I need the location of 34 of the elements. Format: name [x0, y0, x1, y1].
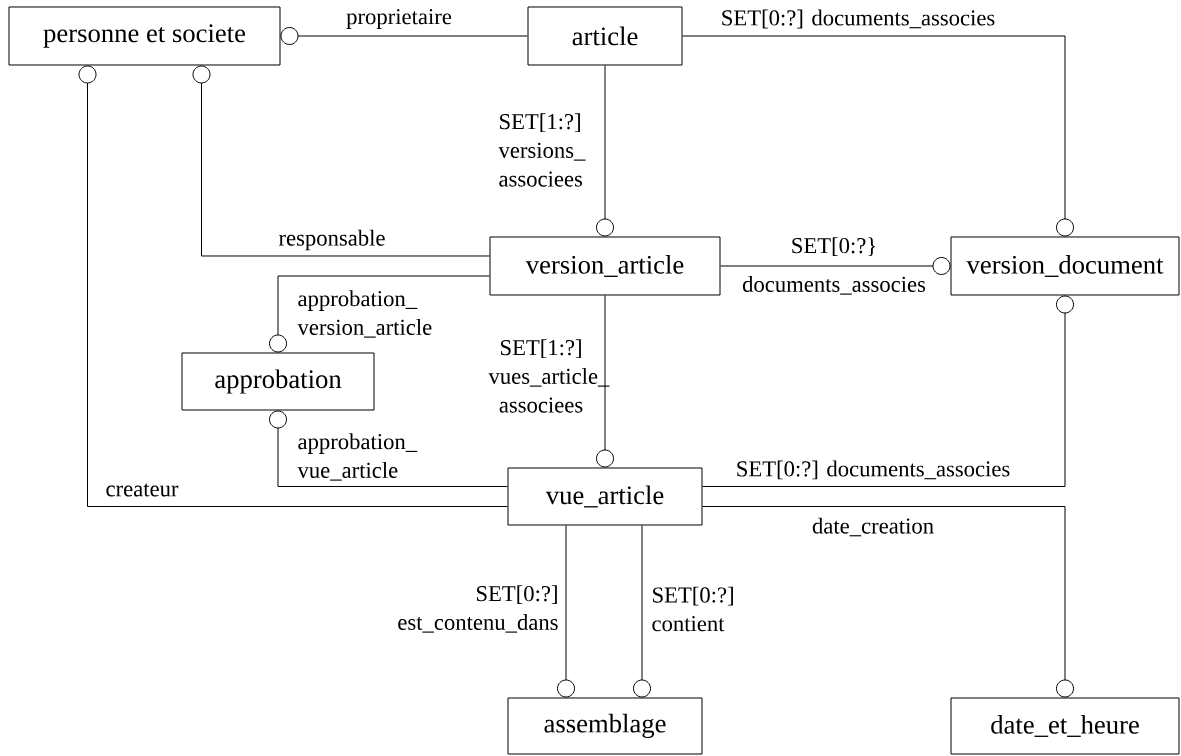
edge-label: SET[0:?] documents_associes: [722, 9, 995, 29]
relationship-line: [702, 506, 1074, 698]
relationship-line: [720, 257, 951, 275]
entity-box: date_et_heure: [950, 697, 1180, 755]
relationship-line: [269, 410, 508, 487]
entity-box: assemblage: [507, 697, 703, 755]
entity-box: personne et societe: [8, 6, 281, 66]
edge-label: SET[0:?] contient: [652, 586, 733, 632]
edge-label: SET[0:?] est_contenu_dans: [398, 585, 558, 633]
edge-label: approbation_ vue_article: [297, 433, 418, 481]
edge-label: SET[1:?] versions_ associees: [498, 113, 586, 187]
relationship-line: [280, 27, 528, 45]
relationship-line: [78, 65, 508, 507]
edge-label: createur: [106, 483, 179, 497]
edge-label: proprietaire: [346, 9, 452, 29]
edge-label: SET[0:?} documents_associes: [742, 237, 926, 295]
entity-box: version_article: [489, 236, 721, 296]
relationship-line: [682, 35, 1074, 237]
entity-box: version_document: [950, 236, 1180, 296]
relationship-line: [702, 295, 1074, 487]
edge-label: approbation_ version_article: [297, 290, 432, 338]
relationship-line: [596, 65, 614, 237]
edge-label: SET[0:?] documents_associes: [737, 460, 1010, 480]
relationship-line: [192, 65, 490, 257]
relationship-line: [596, 295, 614, 468]
edge-label: SET[1:?] vues_article_ associees: [488, 339, 610, 413]
entity-box: vue_article: [507, 467, 703, 526]
edge-label: date_creation: [812, 517, 934, 537]
relationship-line: [269, 275, 490, 353]
relationship-line: [557, 525, 575, 698]
relationship-line: [633, 525, 651, 698]
edge-label: responsable: [278, 229, 385, 251]
entity-box: article: [527, 6, 683, 66]
entity-box: approbation: [181, 352, 375, 411]
